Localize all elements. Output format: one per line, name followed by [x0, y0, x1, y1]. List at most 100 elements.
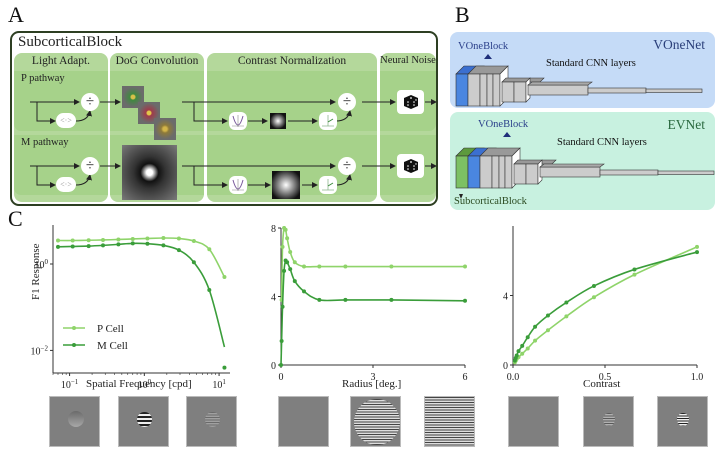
- stage-title: Contrast Normalization: [237, 55, 347, 67]
- data-point-m-cell: [116, 242, 121, 247]
- evnet-vone-label: VOneBlock: [478, 119, 529, 130]
- dice-noise-icon: [397, 154, 424, 178]
- data-point-m-cell: [632, 267, 637, 272]
- data-point-p-cell: [389, 264, 394, 269]
- data-point-p-cell: [632, 272, 637, 277]
- y-axis-label-f1: F1 Response: [30, 243, 42, 300]
- evnet-name: EVNet: [667, 117, 706, 132]
- data-point-m-cell: [207, 288, 212, 293]
- x-tick-label: 6: [463, 372, 468, 383]
- stage-title: Light Adapt.: [31, 55, 91, 67]
- subcortical-marker: [459, 194, 463, 199]
- x-tick-label: 10−1: [61, 378, 79, 391]
- data-point-p-cell: [564, 314, 569, 319]
- y-tick-label: 4: [503, 292, 508, 303]
- rectify-icon: [319, 112, 337, 130]
- data-point-p-cell: [525, 346, 530, 351]
- data-point-m-cell: [525, 335, 530, 340]
- data-point-p-cell: [70, 238, 75, 243]
- stimulus-large-radius: [350, 396, 401, 447]
- stage-title: Neural Noise: [380, 55, 436, 66]
- data-point-m-cell: [343, 297, 348, 302]
- data-point-m-cell: [591, 283, 596, 288]
- m-pathway-label: M pathway: [21, 137, 69, 148]
- legend-marker: [72, 343, 76, 347]
- data-point-m-cell: [389, 297, 394, 302]
- data-point-m-cell: [695, 250, 699, 255]
- data-point-m-cell: [280, 304, 285, 309]
- data-point-m-cell: [176, 248, 181, 253]
- data-point-p-cell: [463, 264, 467, 269]
- data-point-m-cell: [533, 324, 538, 329]
- evnet-subcortical-label: SubcorticalBlock: [454, 196, 527, 207]
- legend-label: P Cell: [97, 323, 124, 335]
- divide-icon: ÷: [81, 157, 99, 175]
- data-point-p-cell: [191, 239, 196, 244]
- data-point-m-cell: [564, 300, 569, 305]
- data-point-m-cell: [520, 343, 525, 348]
- data-point-m-cell: [292, 279, 297, 284]
- data-point-m-cell: [145, 241, 150, 246]
- y-tick-label: 4: [271, 293, 276, 304]
- stimulus-high-contrast: [657, 396, 708, 447]
- series-line-p-cell: [514, 246, 698, 363]
- stimulus-zero-contrast: [508, 396, 559, 447]
- evnet-architecture: [455, 132, 715, 199]
- data-point-m-cell: [279, 363, 283, 367]
- data-point-p-cell: [533, 338, 538, 343]
- mean-luminance-icon: <·>: [56, 177, 76, 192]
- y-tick-label: 8: [271, 224, 276, 235]
- divide-icon: ÷: [81, 93, 99, 111]
- panel-label-a: A: [8, 2, 24, 27]
- vonenet-block-label: VOneBlock: [458, 41, 509, 52]
- x-tick-label: 1.0: [691, 372, 704, 383]
- rectify-icon: [319, 176, 337, 194]
- divide-icon: ÷: [338, 93, 356, 111]
- evnet-cnn-label: Standard CNN layers: [557, 137, 647, 148]
- data-point-p-cell: [545, 328, 550, 333]
- series-line-m-cell: [514, 251, 698, 361]
- data-point-p-cell: [56, 238, 61, 243]
- gaussian-pool-large: [272, 171, 300, 199]
- vonenet-block-marker: [484, 54, 492, 59]
- legend-label: M Cell: [97, 340, 128, 352]
- x-axis-label-contrast: Contrast: [583, 378, 621, 390]
- evnet-box: EVNet VOneBlock Standard CNN layers Subc…: [450, 112, 715, 210]
- data-point-m-cell: [56, 244, 61, 249]
- data-point-p-cell: [176, 236, 181, 241]
- subcortical-block-title: SubcorticalBlock: [18, 34, 123, 50]
- x-tick-label: 3: [371, 372, 376, 383]
- x-tick-label: 0.0: [507, 372, 520, 383]
- data-point-p-cell: [280, 244, 285, 249]
- data-point-m-cell: [463, 298, 467, 303]
- data-point-p-cell: [591, 295, 596, 300]
- stimulus-low-sf: [49, 396, 100, 447]
- data-point-p-cell: [695, 244, 699, 249]
- data-point-p-cell: [343, 264, 348, 269]
- panel-label-c: C: [8, 206, 23, 231]
- dog-kernel-m: [122, 145, 177, 200]
- data-point-p-cell: [302, 264, 306, 269]
- data-point-m-cell: [86, 244, 91, 249]
- data-point-p-cell: [145, 236, 150, 241]
- data-point-m-cell: [288, 267, 293, 272]
- data-point-m-cell: [302, 289, 306, 294]
- y-tick-label: 0: [503, 361, 508, 372]
- vone-marker: [503, 132, 511, 137]
- data-point-p-cell: [292, 260, 297, 265]
- data-point-p-cell: [283, 227, 288, 232]
- legend-marker: [72, 326, 76, 330]
- data-point-m-cell: [222, 365, 227, 370]
- data-point-m-cell: [70, 244, 75, 249]
- vonenet-box: VOneNet VOneBlock Standard CNN layers: [450, 32, 715, 108]
- y-tick-label: 0: [271, 361, 276, 372]
- data-point-p-cell: [116, 237, 121, 242]
- series-line-m-cell: [57, 242, 226, 348]
- y-tick-label: 100: [35, 258, 49, 271]
- data-point-p-cell: [520, 351, 525, 356]
- square-nonlinearity-icon: [229, 112, 247, 130]
- x-tick-label: 101: [212, 378, 226, 391]
- stage-title: DoG Convolution: [115, 55, 199, 67]
